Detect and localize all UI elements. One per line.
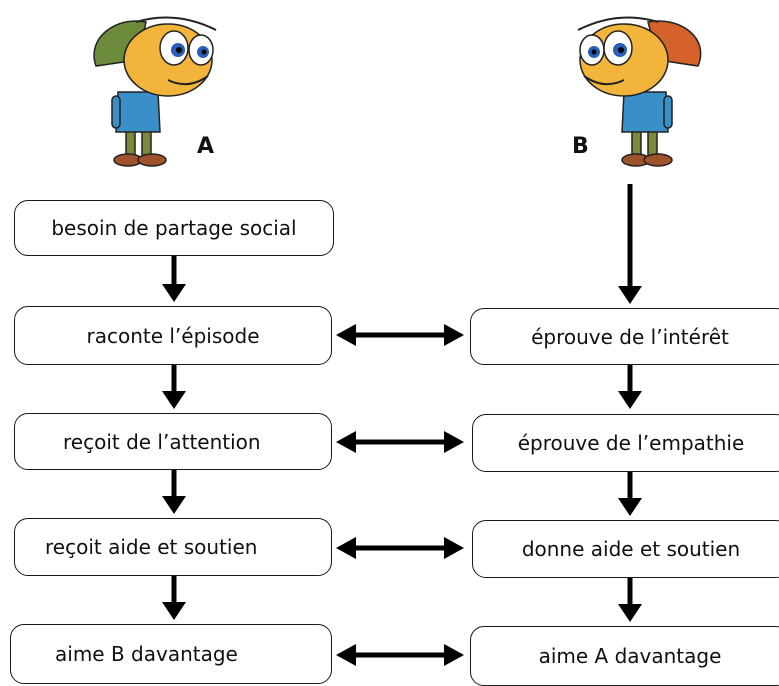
left-down-arrow-1 xyxy=(162,256,186,302)
person-b-label: B xyxy=(572,134,589,159)
left-box-2: raconte l’épisode xyxy=(14,306,332,365)
left-down-arrow-4 xyxy=(162,576,186,620)
left-down-arrow-3 xyxy=(162,470,186,514)
double-arrow-3 xyxy=(336,537,464,559)
double-arrow-1 xyxy=(336,324,464,346)
left-box-5-text: aime B davantage xyxy=(55,642,238,666)
left-box-3-text: reçoit de l’attention xyxy=(63,429,261,454)
right-box-1-text: éprouve de l’intérêt xyxy=(531,324,729,349)
right-box-4-text: aime A davantage xyxy=(538,644,722,668)
left-box-3: reçoit de l’attention xyxy=(14,413,332,470)
left-box-4-text: reçoit aide et soutien xyxy=(45,535,258,559)
double-arrow-2 xyxy=(336,431,464,453)
character-b-illustration xyxy=(577,16,702,167)
left-down-arrow-2 xyxy=(162,365,186,409)
left-box-5: aime B davantage xyxy=(10,624,332,684)
left-box-2-text: raconte l’épisode xyxy=(86,323,260,348)
right-box-1: éprouve de l’intérêt xyxy=(470,308,779,365)
person-a-label: A xyxy=(197,134,215,159)
character-a-illustration xyxy=(93,16,217,167)
right-box-2-text: éprouve de l’empathie xyxy=(517,431,745,455)
double-arrow-4 xyxy=(336,644,464,666)
right-down-arrow-4 xyxy=(618,578,642,622)
right-box-3: donne aide et soutien xyxy=(472,520,779,578)
right-box-4: aime A davantage xyxy=(470,626,779,686)
right-down-arrow-2 xyxy=(618,365,642,409)
right-box-2: éprouve de l’empathie xyxy=(472,414,779,472)
right-box-3-text: donne aide et soutien xyxy=(521,537,741,561)
left-box-1: besoin de partage social xyxy=(14,200,334,256)
left-box-1-text: besoin de partage social xyxy=(51,216,297,240)
right-down-arrow-3 xyxy=(618,472,642,516)
right-down-arrow-1 xyxy=(618,184,642,304)
left-box-4: reçoit aide et soutien xyxy=(14,518,332,576)
